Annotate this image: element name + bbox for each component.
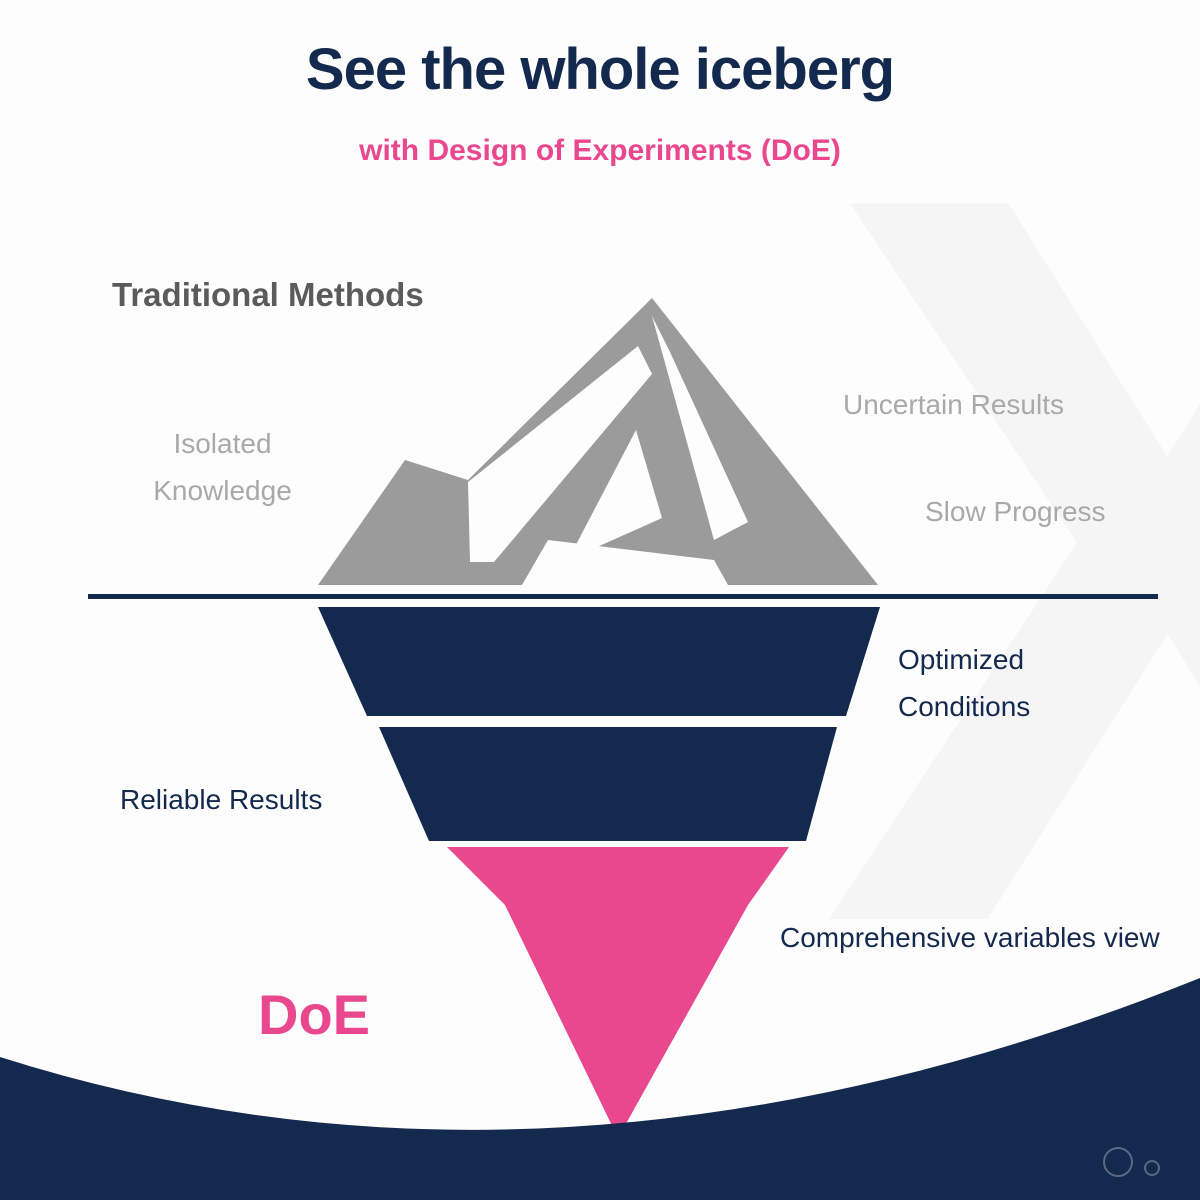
callout-slow-progress: Slow Progress (925, 496, 1106, 527)
waterline (88, 594, 1158, 599)
underwater-segment-1 (318, 607, 880, 716)
iceberg-highlight-base-notch (522, 540, 728, 585)
doe-heading: DoE (258, 983, 370, 1046)
footer-logo (1103, 1147, 1160, 1177)
page-title: See the whole iceberg (305, 37, 895, 102)
callout-optimized-conditions: Optimized Conditions (898, 644, 1031, 723)
page-subtitle: with Design of Experiments (DoE) (359, 134, 841, 167)
underwater-segment-2 (379, 727, 837, 841)
callout-uncertain-results: Uncertain Results (843, 389, 1064, 420)
iceberg-highlight-left-band (468, 346, 652, 562)
callout-isolated-knowledge: Isolated Knowledge (153, 428, 292, 507)
iceberg-highlight-center-wedge (568, 430, 662, 560)
callout-comprehensive-variables: Comprehensive variables view (780, 922, 1160, 953)
doe-funnel-tip (447, 847, 789, 1138)
background-watermark-letter: X (820, 0, 1200, 1140)
callout-reliable-results: Reliable Results (120, 784, 323, 815)
traditional-methods-heading: Traditional Methods (112, 276, 424, 313)
iceberg-highlight-right-streak (652, 316, 748, 540)
bottom-wave (0, 978, 1200, 1200)
